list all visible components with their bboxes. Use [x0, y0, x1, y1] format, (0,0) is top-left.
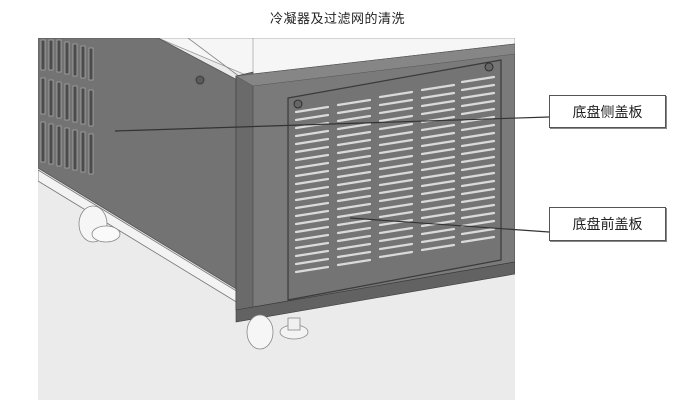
callout-front-panel: 底盘前盖板: [549, 207, 666, 241]
callout-front-panel-label: 底盘前盖板: [572, 217, 643, 233]
diagram-title: 冷凝器及过滤网的清洗: [269, 12, 405, 27]
base-cabinet-drawing: [38, 38, 515, 350]
callout-side-panel-label: 底盘侧盖板: [572, 104, 643, 121]
equipment-illustration: [38, 38, 515, 400]
callout-side-panel: 底盘侧盖板: [549, 95, 666, 128]
